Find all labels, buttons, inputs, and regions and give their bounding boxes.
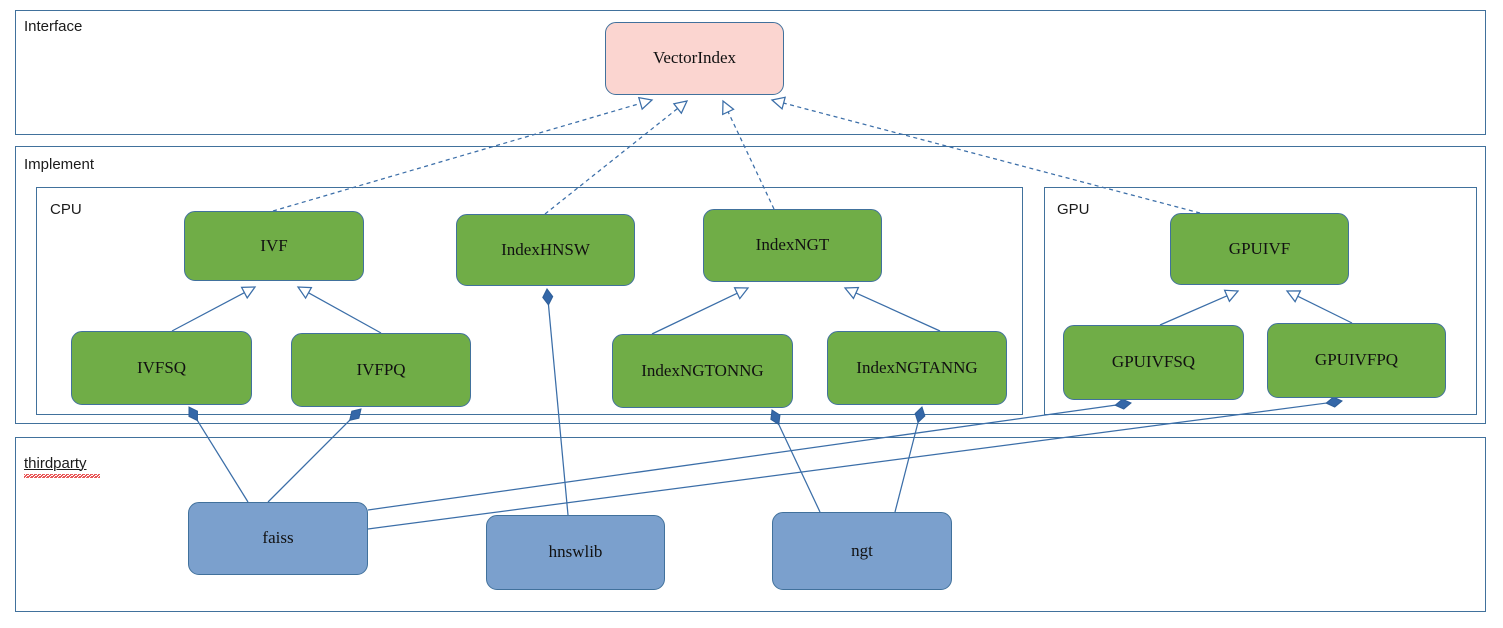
container-label-interface: Interface [24, 18, 83, 35]
node-ivf[interactable]: IVF [184, 211, 364, 281]
node-gpuivfpq[interactable]: GPUIVFPQ [1267, 323, 1446, 398]
node-faiss[interactable]: faiss [188, 502, 368, 575]
node-indexngtonng[interactable]: IndexNGTONNG [612, 334, 793, 408]
node-hnswlib[interactable]: hnswlib [486, 515, 665, 590]
spellcheck-squiggle-thirdparty [24, 474, 100, 478]
node-gpuivf[interactable]: GPUIVF [1170, 213, 1349, 285]
node-indexhnsw[interactable]: IndexHNSW [456, 214, 635, 286]
node-indexngtanng[interactable]: IndexNGTANNG [827, 331, 1007, 405]
container-label-implement: Implement [24, 156, 95, 173]
node-ivfsq[interactable]: IVFSQ [71, 331, 252, 405]
container-label-gpu: GPU [1057, 201, 1090, 218]
node-vectorindex[interactable]: VectorIndex [605, 22, 784, 95]
node-indexngt[interactable]: IndexNGT [703, 209, 882, 282]
node-ngt[interactable]: ngt [772, 512, 952, 590]
node-gpuivfsq[interactable]: GPUIVFSQ [1063, 325, 1244, 400]
container-label-cpu: CPU [50, 201, 82, 218]
container-label-thirdparty: thirdparty [24, 455, 87, 472]
node-ivfpq[interactable]: IVFPQ [291, 333, 471, 407]
